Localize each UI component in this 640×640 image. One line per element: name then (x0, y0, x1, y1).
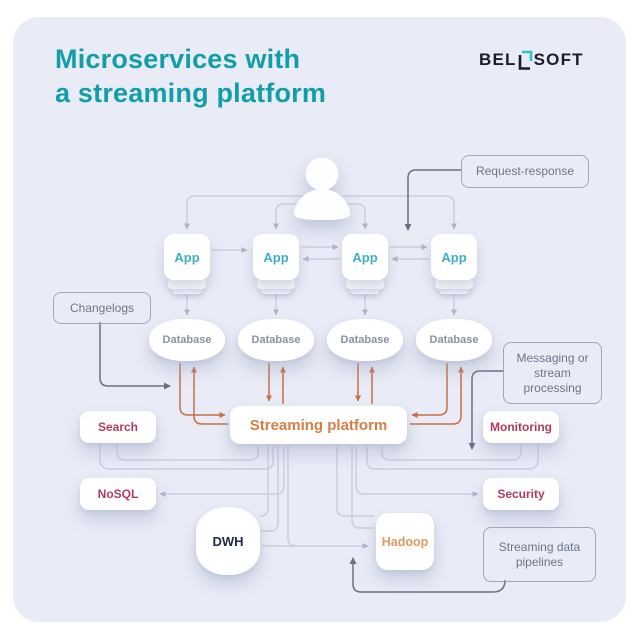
app-node-1: App (164, 234, 210, 294)
page-title-line2: a streaming platform (55, 78, 327, 108)
diagram-panel (13, 17, 626, 622)
dark-connectors (99, 169, 506, 593)
orange-connectors (179, 363, 464, 425)
request-response-label: Request-response (461, 155, 589, 188)
app-stack-layer (346, 279, 384, 289)
app-stack-layer (261, 284, 291, 294)
nosql-node: NoSQL (80, 478, 156, 510)
changelogs-label: Changelogs (53, 292, 151, 324)
app-node-4: App (431, 234, 477, 294)
app-label: App (164, 234, 210, 280)
monitoring-node: Monitoring (483, 411, 559, 443)
database-node-2: Database (238, 319, 314, 361)
security-node: Security (483, 478, 559, 510)
app-label: App (253, 234, 299, 280)
app-label: App (342, 234, 388, 280)
database-node-4: Database (416, 319, 492, 361)
user-icon (293, 157, 351, 220)
bellsoft-logo: BEL SOFT (479, 50, 584, 70)
streaming-pipelines-label: Streaming data pipelines (483, 527, 596, 582)
app-node-3: App (342, 234, 388, 294)
hadoop-node: Hadoop (376, 513, 434, 570)
logo-text-prefix: BEL (479, 50, 517, 69)
messaging-label: Messaging or stream processing (503, 342, 602, 404)
database-node-3: Database (327, 319, 403, 361)
gray-connectors (99, 195, 539, 549)
database-node-1: Database (149, 319, 225, 361)
page-title-line1: Microservices with (55, 44, 301, 74)
logo-text-suffix: SOFT (533, 50, 584, 69)
app-stack-layer (435, 279, 473, 289)
app-stack-layer (257, 279, 295, 289)
app-stack-layer (439, 284, 469, 294)
streaming-platform-node: Streaming platform (230, 406, 407, 444)
bellsoft-bracket-icon (518, 50, 532, 70)
search-node: Search (80, 411, 156, 443)
app-stack-layer (168, 279, 206, 289)
app-stack-layer (350, 284, 380, 294)
app-node-2: App (253, 234, 299, 294)
dwh-node: DWH (196, 507, 260, 575)
app-stack-layer (172, 284, 202, 294)
app-label: App (431, 234, 477, 280)
page-title: Microservices with a streaming platform (55, 42, 395, 110)
